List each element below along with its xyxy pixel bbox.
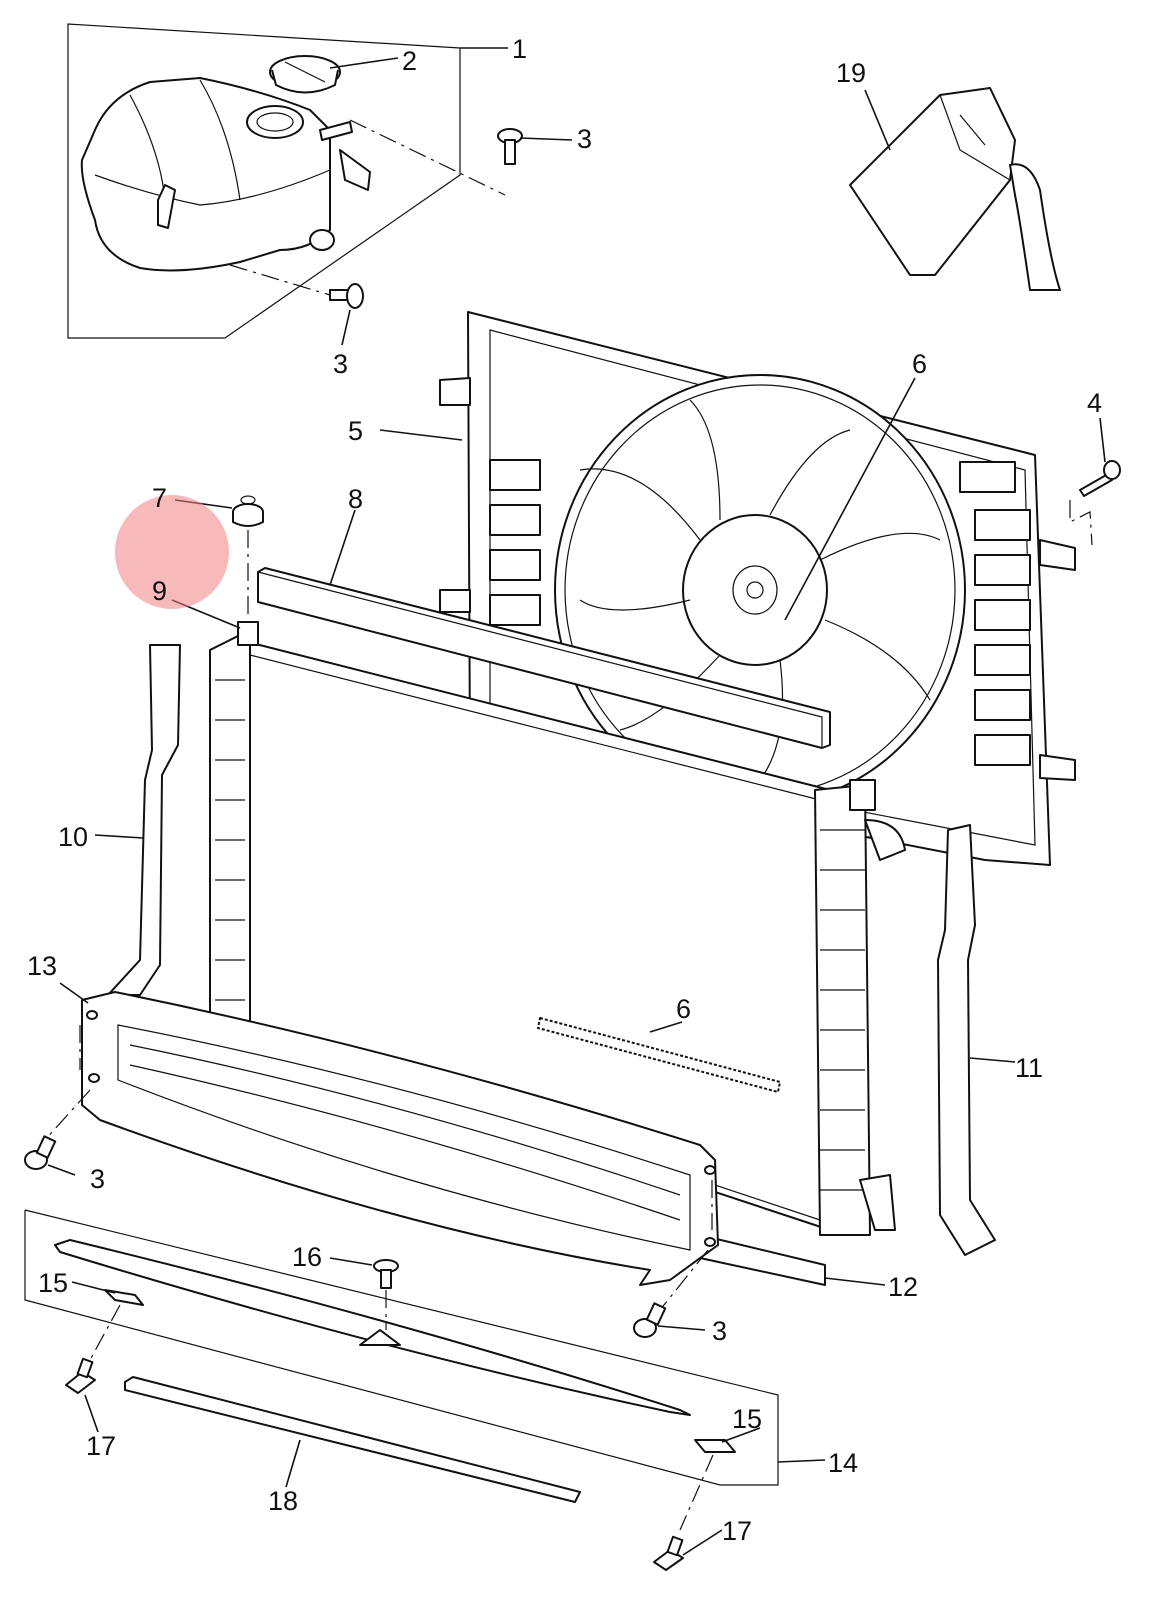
- callout-label-3-top: 3: [577, 124, 592, 154]
- callout-label-19: 19: [836, 58, 866, 88]
- lower-panel: [81, 991, 719, 1286]
- screw-17-left: [65, 1357, 96, 1394]
- leader-lines: [47, 47, 1106, 1556]
- expansion-tank: [80, 77, 371, 272]
- screw-3-lower-right: [633, 1302, 667, 1338]
- left-air-deflector: [107, 644, 181, 996]
- callout-label-4: 4: [1087, 388, 1102, 418]
- callout-label-3-right: 3: [712, 1316, 727, 1346]
- callout-label-16: 16: [292, 1242, 322, 1272]
- callout-label-9: 9: [152, 576, 167, 606]
- highlight-marker: [115, 495, 229, 609]
- right-air-deflector: [937, 824, 996, 1256]
- callout-label-15-left: 15: [38, 1268, 68, 1298]
- callout-label-6-strip: 6: [676, 994, 691, 1024]
- callout-label-3-left: 3: [90, 1164, 105, 1194]
- screw-17-right: [653, 1535, 684, 1571]
- upper-foam-seal: [257, 567, 831, 749]
- callout-label-1: 1: [512, 34, 527, 64]
- callout-label-17-left: 17: [86, 1431, 116, 1461]
- lower-seal-18: [124, 1376, 581, 1503]
- callout-label-2: 2: [402, 46, 417, 76]
- bolt-4: [1079, 460, 1121, 497]
- expansion-tank-group-box: [67, 23, 461, 339]
- callout-label-14: 14: [828, 1448, 858, 1478]
- clip-16: [373, 1259, 399, 1289]
- filler-cap: [269, 55, 341, 94]
- undertray-group-box: [24, 1209, 779, 1486]
- callout-label-11: 11: [1015, 1053, 1043, 1083]
- callout-label-3-tank: 3: [333, 349, 348, 379]
- callout-label-18: 18: [268, 1486, 298, 1516]
- screw-3-under-tank: [329, 283, 364, 309]
- callout-label-7: 7: [152, 483, 167, 513]
- screw-3-top: [497, 128, 523, 165]
- callout-labels: 1 2 3 3 3 3 4 5 6 6 7 8 9 10 11 12 13 14…: [27, 34, 1102, 1546]
- undertray-deflector: [54, 1239, 736, 1453]
- control-module: [849, 87, 1061, 291]
- callout-label-12: 12: [888, 1272, 918, 1302]
- callout-label-8: 8: [348, 484, 363, 514]
- rubber-mount: [232, 495, 264, 527]
- callout-label-10: 10: [58, 822, 88, 852]
- callout-label-13: 13: [27, 951, 57, 981]
- screw-3-lower-left: [24, 1135, 57, 1170]
- lower-seal-strip: [537, 1017, 781, 1093]
- callout-label-15-right: 15: [732, 1404, 762, 1434]
- callout-label-5: 5: [348, 416, 363, 446]
- callout-label-6-fan: 6: [912, 349, 927, 379]
- callout-label-17-right: 17: [722, 1516, 752, 1546]
